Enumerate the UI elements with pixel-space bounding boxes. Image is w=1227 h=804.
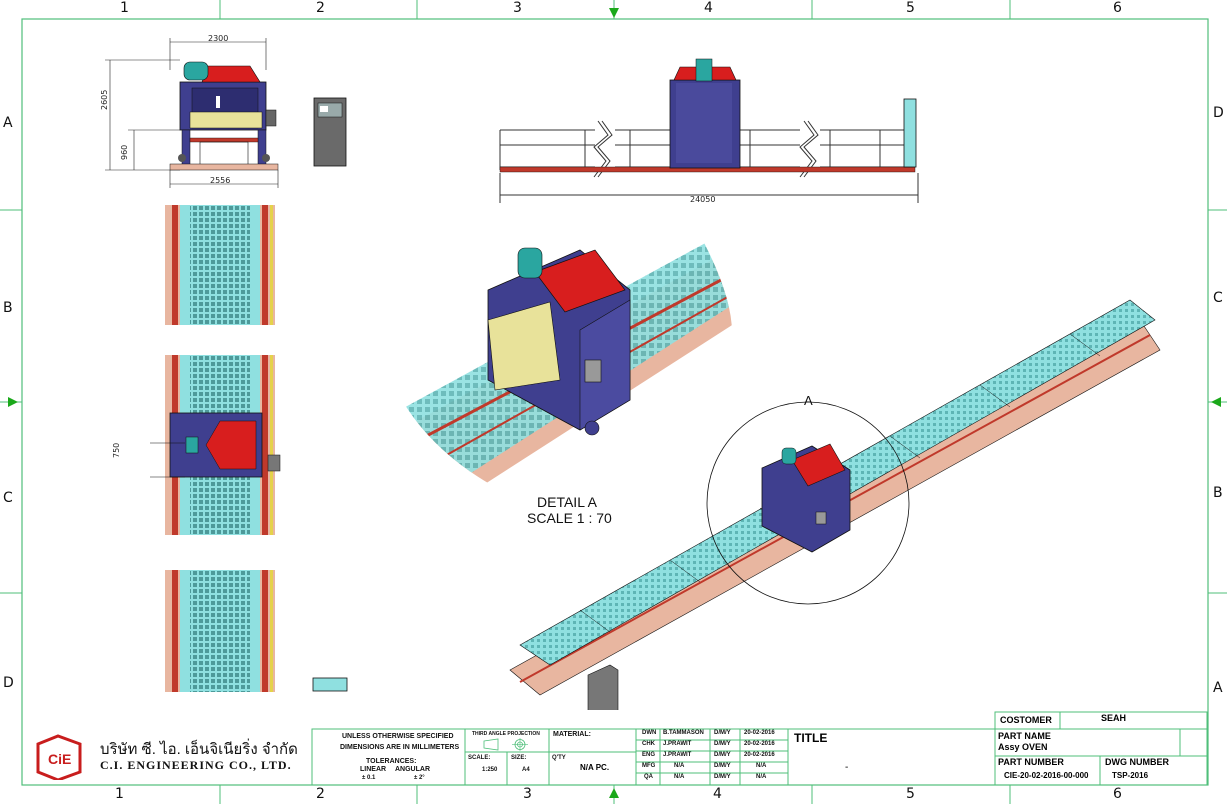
row-label-right: B xyxy=(1213,485,1223,501)
scale-value: 1:250 xyxy=(482,767,498,773)
row-label-right: A xyxy=(1213,680,1223,696)
approval-name: B.TAMMASON xyxy=(663,730,704,736)
customer-label: COSTOMER xyxy=(1000,715,1052,725)
approval-date: 20-02-2016 xyxy=(744,752,775,758)
approval-role: ENG xyxy=(642,752,656,758)
note-linear-label: LINEAR xyxy=(360,766,387,773)
col-label-bottom: 4 xyxy=(713,786,722,802)
approval-name: J.PRAWIT xyxy=(663,741,692,747)
col-label-top: 5 xyxy=(906,0,915,16)
approval-role: DWN xyxy=(642,730,657,736)
detail-a-view xyxy=(405,235,732,495)
projection-label: THIRD ANGLE PROJECTION xyxy=(472,731,540,737)
note-line1: UNLESS OTHERWISE SPECIFIED xyxy=(342,733,454,740)
approval-name: N/A xyxy=(674,774,685,780)
approval-date: N/A xyxy=(756,774,767,780)
part-number-label: PART NUMBER xyxy=(998,757,1064,767)
col-label-bottom: 3 xyxy=(523,786,532,802)
row-label-left: C xyxy=(3,490,13,506)
material-label: MATERIAL: xyxy=(553,731,591,738)
dim-width-top: 2300 xyxy=(208,34,229,43)
col-label-bottom: 5 xyxy=(906,786,915,802)
control-cabinet-view xyxy=(313,97,347,167)
col-label-bottom: 2 xyxy=(316,786,325,802)
note-line2: DIMENSIONS ARE IN MILLIMETERS xyxy=(340,744,460,751)
projection-symbol-icon xyxy=(483,738,528,751)
approval-date: N/A xyxy=(756,763,767,769)
company-logo: CiE xyxy=(36,734,82,780)
part-number-value: CIE-20-02-2016-00-000 xyxy=(1004,771,1089,780)
approval-date-format: D/M/Y xyxy=(714,763,731,769)
dwg-number-label: DWG NUMBER xyxy=(1105,757,1169,767)
col-label-top: 1 xyxy=(120,0,129,16)
company-name-en: C.I. ENGINEERING CO., LTD. xyxy=(100,758,292,772)
approval-date-format: D/M/Y xyxy=(714,730,731,736)
detail-scale: SCALE 1 : 70 xyxy=(527,510,612,526)
svg-text:CiE: CiE xyxy=(48,751,71,767)
col-label-top: 4 xyxy=(704,0,713,16)
dwg-number-value: TSP-2016 xyxy=(1112,771,1149,780)
cabinet-plan-view xyxy=(312,677,348,692)
row-label-left: A xyxy=(3,115,13,131)
qty-label: Q'TY xyxy=(552,755,566,761)
note-linear-value: ± 0.1 xyxy=(362,775,376,781)
side-elevation-view xyxy=(499,58,919,203)
note-angular-value: ± 2° xyxy=(414,775,425,781)
col-label-top: 3 xyxy=(513,0,522,16)
dim-width-base: 2556 xyxy=(210,176,231,185)
approval-role: CHK xyxy=(642,741,655,747)
approval-date: 20-02-2016 xyxy=(744,730,775,736)
detail-title: DETAIL A xyxy=(537,494,597,510)
front-view xyxy=(105,38,279,188)
approval-date-format: D/M/Y xyxy=(714,741,731,747)
approval-date: 20-02-2016 xyxy=(744,741,775,747)
row-label-left: B xyxy=(3,300,13,316)
title-label: TITLE xyxy=(794,731,828,745)
approval-date-format: D/M/Y xyxy=(714,774,731,780)
col-label-bottom: 6 xyxy=(1113,786,1122,802)
part-name-value: Assy OVEN xyxy=(998,742,1048,752)
customer-value: SEAH xyxy=(1101,713,1127,723)
isometric-overall-view xyxy=(509,299,1161,710)
note-tolerances: TOLERANCES: xyxy=(366,758,417,765)
qty-value: N/A PC. xyxy=(580,763,610,772)
row-label-left: D xyxy=(3,675,14,691)
company-name-th: บริษัท ซี. ไอ. เอ็นจิเนียริ่ง จำกัด xyxy=(100,741,298,758)
col-label-top: 2 xyxy=(316,0,325,16)
col-label-bottom: 1 xyxy=(115,786,124,802)
size-label: SIZE: xyxy=(511,755,527,761)
dim-length-total: 24050 xyxy=(690,195,716,204)
approval-name: J.PRAWIT xyxy=(663,752,692,758)
row-label-right: C xyxy=(1213,290,1223,306)
detail-callout: A xyxy=(804,393,813,408)
part-name-label: PART NAME xyxy=(998,731,1051,741)
approval-role: QA xyxy=(644,774,653,780)
scale-label: SCALE: xyxy=(468,755,491,761)
note-angular-label: ANGULAR xyxy=(395,766,430,773)
approval-name: N/A xyxy=(674,763,685,769)
row-label-right: D xyxy=(1213,105,1224,121)
plan-views xyxy=(150,205,281,692)
approval-role: MFG xyxy=(642,763,656,769)
approval-date-format: D/M/Y xyxy=(714,752,731,758)
size-value: A4 xyxy=(522,767,530,773)
col-label-top: 6 xyxy=(1113,0,1122,16)
title-value: - xyxy=(845,762,849,773)
